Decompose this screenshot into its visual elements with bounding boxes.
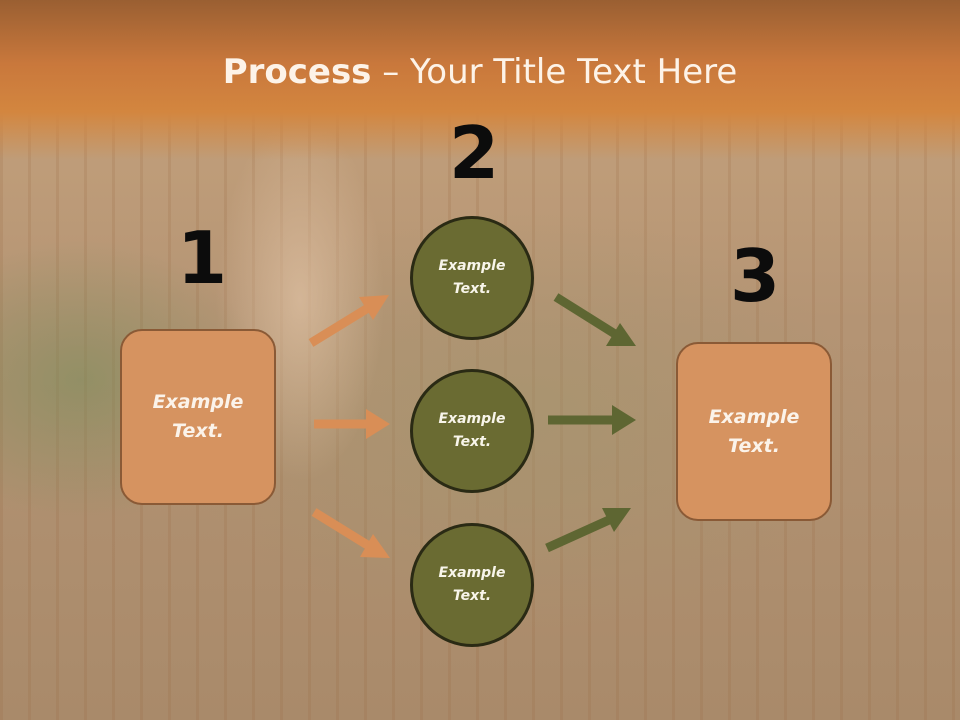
title-bold: Process [222,52,372,92]
circle-bottom[interactable]: Example Text. [410,523,534,647]
arrow-right-bottom [545,508,631,553]
right-step-text: Example Text. [708,405,800,457]
left-step-text: Example Text. [152,391,244,442]
arrow-right-middle [548,405,636,435]
arrow-left-bottom [311,508,390,558]
arrow-left-top [308,295,389,347]
step-number-3: 3 [730,234,781,318]
slide-title: Process – Your Title Text Here [0,52,960,92]
arrow-left-middle [314,409,390,439]
left-step-box[interactable]: Example Text. [120,329,276,505]
circle-top[interactable]: Example Text. [410,216,534,340]
title-rest: – Your Title Text Here [371,52,738,92]
circle-bottom-text: Example Text. [438,565,506,604]
circle-middle[interactable]: Example Text. [410,369,534,493]
step-number-1: 1 [177,216,228,300]
title-bar [0,0,960,160]
right-step-box[interactable]: Example Text. [676,342,832,521]
circle-middle-text: Example Text. [438,411,506,450]
circle-top-text: Example Text. [438,258,506,297]
step-number-2: 2 [449,111,500,195]
arrow-right-top [553,293,636,346]
